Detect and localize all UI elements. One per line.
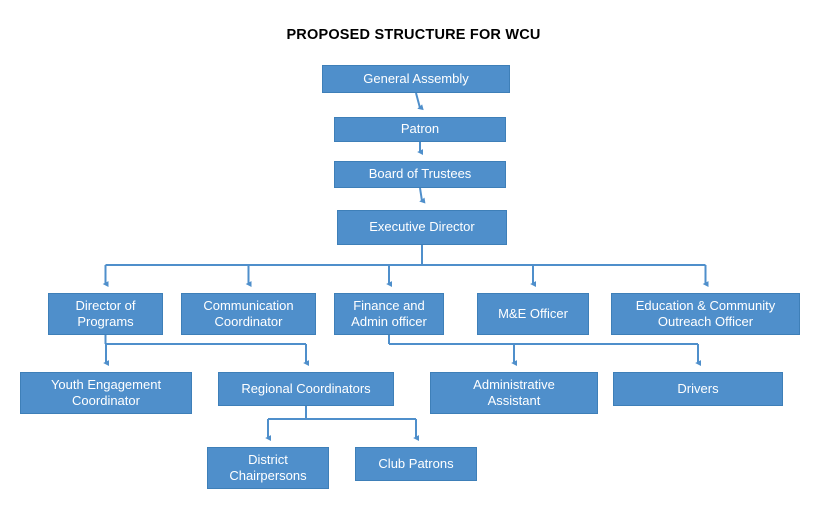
node-drivers[interactable]: Drivers [613, 372, 783, 406]
node-me-officer[interactable]: M&E Officer [477, 293, 589, 335]
node-label: Executive Director [369, 219, 475, 235]
connector-general-assembly-to-patron [415, 92, 424, 111]
node-regional-coordinators[interactable]: Regional Coordinators [218, 372, 394, 406]
connector-board-of-trustees-to-executive-director [419, 187, 426, 204]
node-label: Drivers [677, 380, 719, 396]
page-title: PROPOSED STRUCTURE FOR WCU [286, 27, 541, 43]
node-label: Youth Engagement Coordinator [50, 376, 162, 408]
node-youth-engagement-coordinator[interactable]: Youth Engagement Coordinator [20, 372, 192, 414]
node-label: Finance and Admin officer [351, 297, 427, 329]
node-label: Regional Coordinators [241, 380, 371, 396]
node-patron[interactable]: Patron [334, 117, 506, 142]
node-label: M&E Officer [498, 305, 568, 321]
node-district-chairpersons[interactable]: District Chairpersons [207, 447, 329, 489]
node-label: General Assembly [363, 70, 469, 86]
node-communication-coordinator[interactable]: Communication Coordinator [181, 293, 316, 335]
node-board-of-trustees[interactable]: Board of Trustees [334, 161, 506, 188]
node-director-of-programs[interactable]: Director of Programs [48, 293, 163, 335]
node-label: Communication Coordinator [203, 297, 294, 329]
node-label: District Chairpersons [229, 451, 307, 483]
node-label: Administrative Assistant [473, 376, 555, 408]
node-label: Patron [400, 121, 440, 137]
node-label: Education & Community Outreach Officer [635, 297, 776, 329]
node-label: Board of Trustees [368, 166, 472, 182]
node-label: Director of Programs [75, 297, 136, 329]
node-administrative-assistant[interactable]: Administrative Assistant [430, 372, 598, 414]
node-label: Club Patrons [378, 455, 454, 471]
node-club-patrons[interactable]: Club Patrons [355, 447, 477, 481]
node-finance-and-admin-officer[interactable]: Finance and Admin officer [334, 293, 444, 335]
node-education-community-outreach-officer[interactable]: Education & Community Outreach Officer [611, 293, 800, 335]
node-executive-director[interactable]: Executive Director [337, 210, 507, 245]
node-general-assembly[interactable]: General Assembly [322, 65, 510, 93]
